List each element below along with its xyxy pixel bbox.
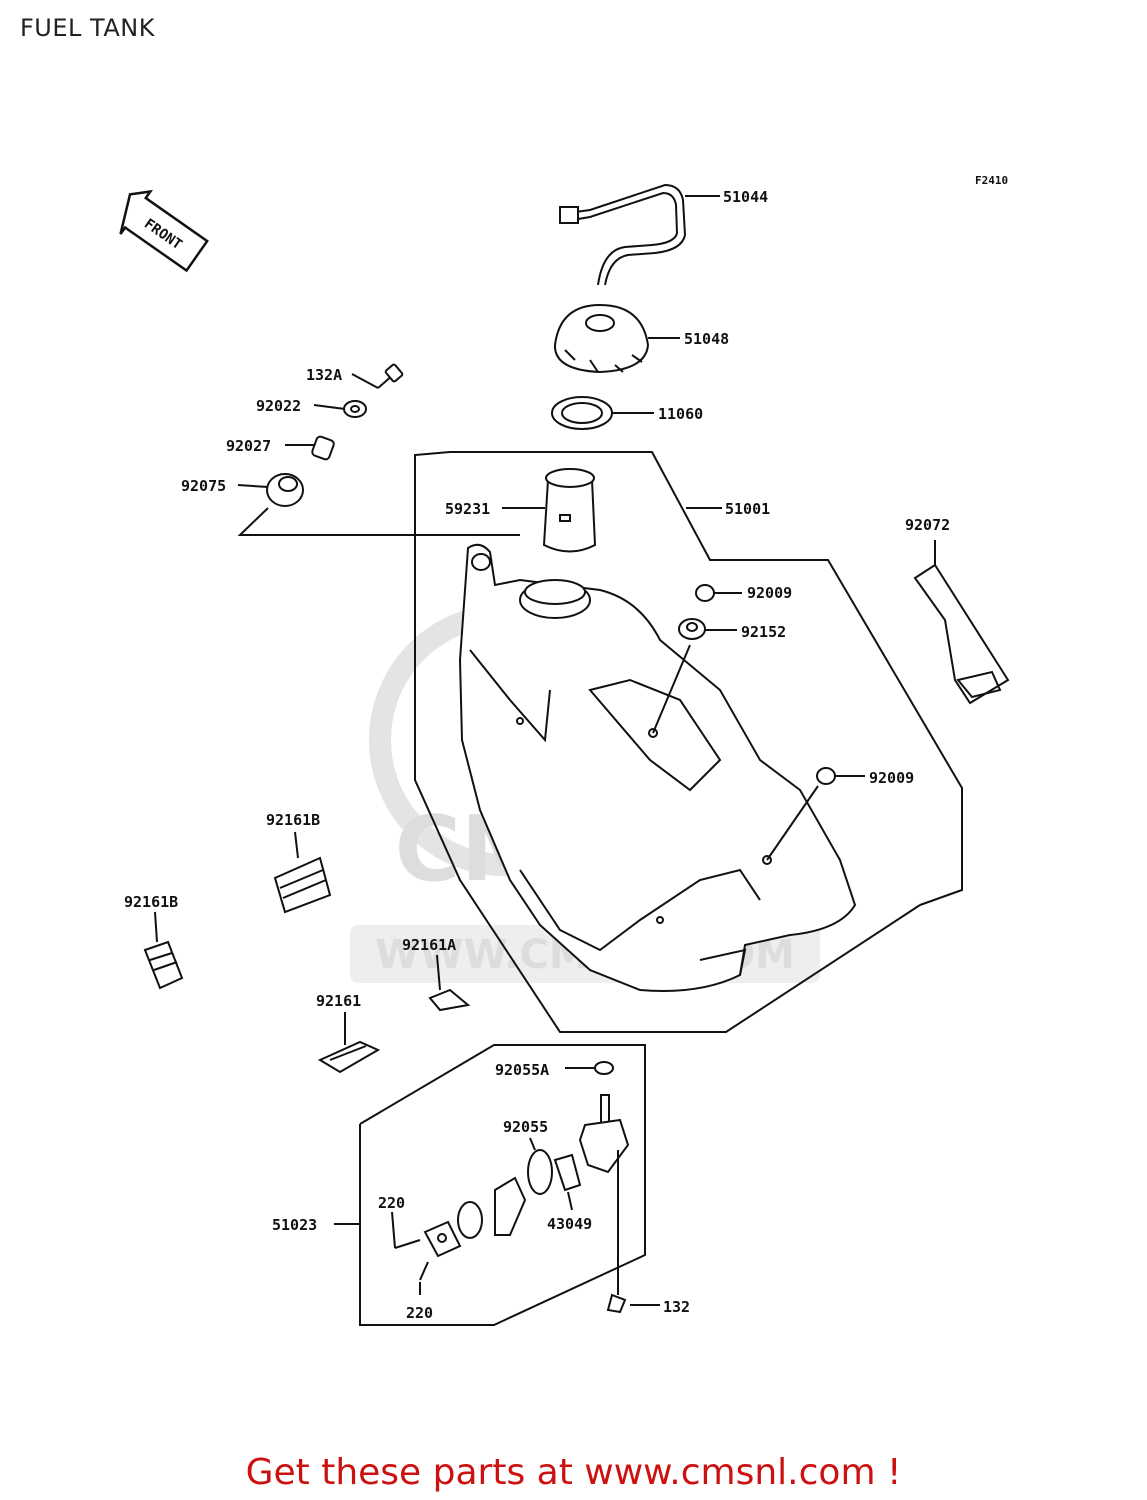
cap-gasket (551, 396, 613, 430)
label-132: 132 (663, 1298, 690, 1316)
washer-92022 (343, 400, 367, 418)
label-92055a: 92055A (495, 1061, 549, 1079)
label-92072: 92072 (905, 516, 950, 534)
pad-92161b-upper (273, 856, 332, 914)
label-59231: 59231 (445, 500, 490, 518)
pad-92161 (317, 1040, 381, 1074)
label-43049: 43049 (547, 1215, 592, 1233)
filler-neck (542, 468, 597, 553)
label-220-lower: 220 (406, 1304, 433, 1322)
label-92055: 92055 (503, 1118, 548, 1136)
label-220-upper: 220 (378, 1194, 405, 1212)
breather-hose (559, 183, 687, 286)
label-92027: 92027 (226, 437, 271, 455)
bolt-132a (377, 363, 404, 389)
damper-92152 (678, 618, 706, 640)
label-92152: 92152 (741, 623, 786, 641)
label-51044: 51044 (723, 188, 768, 206)
figure-code: F2410 (975, 174, 1008, 187)
label-51048: 51048 (684, 330, 729, 348)
label-92009-lower: 92009 (869, 769, 914, 787)
label-92022: 92022 (256, 397, 301, 415)
label-92161a: 92161A (402, 936, 456, 954)
label-92161b-upper: 92161B (266, 811, 320, 829)
label-11060: 11060 (658, 405, 703, 423)
label-92161: 92161 (316, 992, 361, 1010)
cap-92009-upper (695, 584, 715, 602)
cap-92009-lower (816, 767, 836, 785)
strap-92072 (913, 563, 1010, 705)
label-51023: 51023 (272, 1216, 317, 1234)
pad-92161a (428, 988, 471, 1012)
fuel-tank-exploded-diagram: CMS WWW.CMSNL.COM FRONT F2410 (119, 174, 1010, 1326)
leader-lines (154, 195, 963, 1326)
pad-92161b-lower (143, 940, 184, 990)
label-92075: 92075 (181, 477, 226, 495)
label-92009-upper: 92009 (747, 584, 792, 602)
label-92161b-lower: 92161B (124, 893, 178, 911)
part-labels: 51044 51048 11060 132A 92022 92027 92075… (124, 188, 950, 1322)
page-title: FUEL TANK (20, 14, 155, 42)
front-direction-arrow: FRONT (119, 189, 209, 273)
label-51001: 51001 (725, 500, 770, 518)
fuel-tank-body (458, 543, 857, 992)
grommet-92075 (266, 473, 304, 507)
label-132a: 132A (306, 366, 342, 384)
fuel-cock-assembly (394, 1061, 630, 1314)
fuel-cap (553, 303, 650, 374)
footer-promo-link[interactable]: Get these parts at www.cmsnl.com ! (245, 1452, 902, 1493)
collar-92027 (311, 435, 335, 461)
